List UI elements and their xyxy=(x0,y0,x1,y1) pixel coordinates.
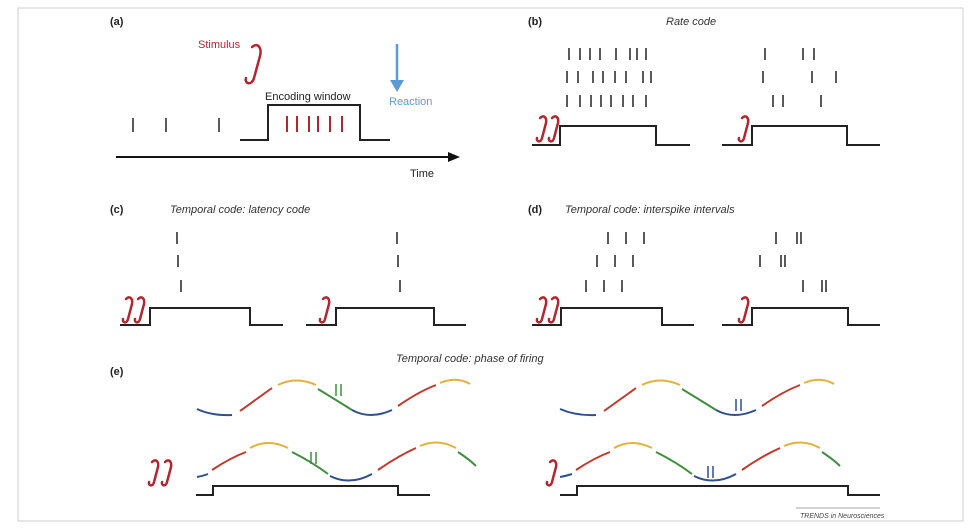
phase-wave-trough xyxy=(351,409,393,416)
phase-wave-rising xyxy=(741,447,781,471)
interspike-window-right xyxy=(722,307,880,326)
phase-wave-trough xyxy=(559,473,573,478)
panel-e-title: Temporal code: phase of firing xyxy=(396,353,544,365)
panel-c-title: Temporal code: latency code xyxy=(170,204,310,216)
phase-wave-peak xyxy=(439,378,471,385)
phase-wave-falling xyxy=(821,451,841,467)
encoding-window-trace xyxy=(240,104,390,141)
latency-window-left xyxy=(120,307,283,326)
stimulus-note-icon xyxy=(318,296,331,324)
phase-wave-peak xyxy=(419,441,457,449)
time-arrow-icon xyxy=(448,152,460,162)
phase-wave-trough xyxy=(196,408,233,417)
phase-wave-falling xyxy=(317,388,353,411)
interspike-window-left xyxy=(532,307,694,326)
phase-wave-rising xyxy=(397,384,437,407)
phase-wave-rising xyxy=(575,451,611,471)
phase-window-right xyxy=(560,485,880,496)
stimulus-note-icon xyxy=(535,115,548,143)
panel-e-label: (e) xyxy=(110,366,124,378)
phase-wave-rising xyxy=(377,447,417,471)
phase-wave-falling xyxy=(681,388,717,411)
panel-c: (c) Temporal code: latency code xyxy=(110,204,466,326)
phase-wave-falling xyxy=(655,451,693,475)
down-arrow-icon xyxy=(390,80,404,92)
phase-window-left xyxy=(196,485,430,496)
figure-frame xyxy=(17,7,964,522)
phase-wave-trough xyxy=(715,409,757,416)
rate-code-window-left xyxy=(532,125,690,146)
interspike-spikes-left xyxy=(585,232,645,292)
stimulus-note-icon xyxy=(547,115,560,143)
stimulus-note-icon xyxy=(535,296,548,324)
phase-wave-rising xyxy=(239,387,273,412)
interspike-spikes-right xyxy=(759,232,827,292)
phase-wave-peak xyxy=(803,378,835,385)
phase-wave-rising xyxy=(603,387,637,412)
phase-wave-peak xyxy=(783,441,821,449)
stimulus-note-icon xyxy=(737,296,750,324)
panel-c-label: (c) xyxy=(110,204,124,216)
stimulus-note-icon xyxy=(547,296,560,324)
journal-credit: TRENDS in Neurosciences xyxy=(800,513,885,520)
phase-wave-rising xyxy=(211,451,247,471)
stimulus-note-icon xyxy=(133,296,146,324)
rate-code-window-right xyxy=(722,125,880,146)
encoding-window-label: Encoding window xyxy=(265,91,351,103)
phase-wave-peak xyxy=(277,379,317,386)
rate-code-high-spikes xyxy=(566,48,652,107)
phase-wave-trough xyxy=(196,473,209,478)
phase-wave-peak xyxy=(249,442,289,449)
phase-wave-trough xyxy=(329,473,373,482)
panel-d-title: Temporal code: interspike intervals xyxy=(565,204,735,216)
stimulus-label: Stimulus xyxy=(198,39,241,51)
panel-b-title: Rate code xyxy=(666,16,716,28)
panel-a-label: (a) xyxy=(110,16,124,28)
stimulus-note-icon xyxy=(160,459,173,487)
phase-wave-peak xyxy=(641,379,681,386)
panel-d-label: (d) xyxy=(528,204,542,216)
panel-b: (b) Rate code xyxy=(528,16,880,146)
phase-wave-trough xyxy=(693,473,737,482)
stimulus-note-icon xyxy=(737,115,750,143)
panel-d: (d) Temporal code: interspike intervals xyxy=(528,204,880,326)
phase-wave-peak xyxy=(613,442,653,449)
latency-window-right xyxy=(306,307,466,326)
phase-wave-falling xyxy=(457,451,477,467)
rate-code-low-spikes xyxy=(762,48,837,107)
phase-wave-rising xyxy=(761,384,801,407)
reaction-label: Reaction xyxy=(389,96,432,108)
panel-b-label: (b) xyxy=(528,16,542,28)
stimulus-note-icon xyxy=(545,459,558,487)
phase-wave-trough xyxy=(559,408,597,417)
stimulus-note-icon xyxy=(244,43,262,85)
stimulus-note-icon xyxy=(147,459,160,487)
panel-e: (e) Temporal code: phase of firing xyxy=(110,353,880,496)
panel-a: (a) Stimulus Encoding window Reaction Ti… xyxy=(110,16,460,180)
time-label: Time xyxy=(410,168,434,180)
stimulus-note-icon xyxy=(121,296,134,324)
